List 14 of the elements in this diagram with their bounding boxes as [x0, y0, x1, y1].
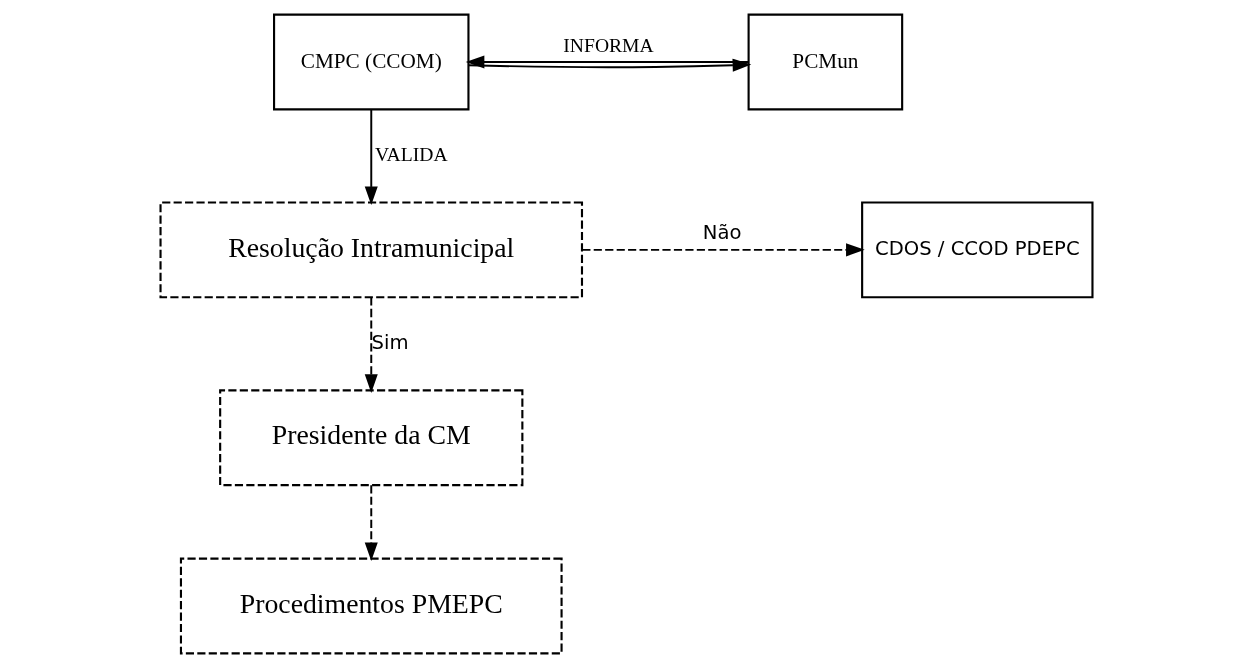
node-box: CMPC (CCOM): [273, 13, 470, 111]
node-box: Resolução Intramunicipal: [159, 201, 584, 299]
edge-label: VALIDA: [374, 144, 448, 166]
edge-label: Sim: [371, 330, 409, 354]
arrow: [364, 484, 378, 562]
node-box: PCMun: [747, 13, 904, 111]
node-box: Presidente da CM: [219, 389, 524, 487]
arrow: [364, 108, 378, 206]
arrow: [364, 296, 378, 393]
arrow: [581, 243, 865, 257]
node-box: CDOS / CCOD PDEPC: [861, 201, 1094, 299]
node-box: Procedimentos PMEPC: [179, 557, 563, 655]
edge-label: Não: [702, 221, 742, 245]
edge-label: INFORMA: [563, 34, 654, 56]
